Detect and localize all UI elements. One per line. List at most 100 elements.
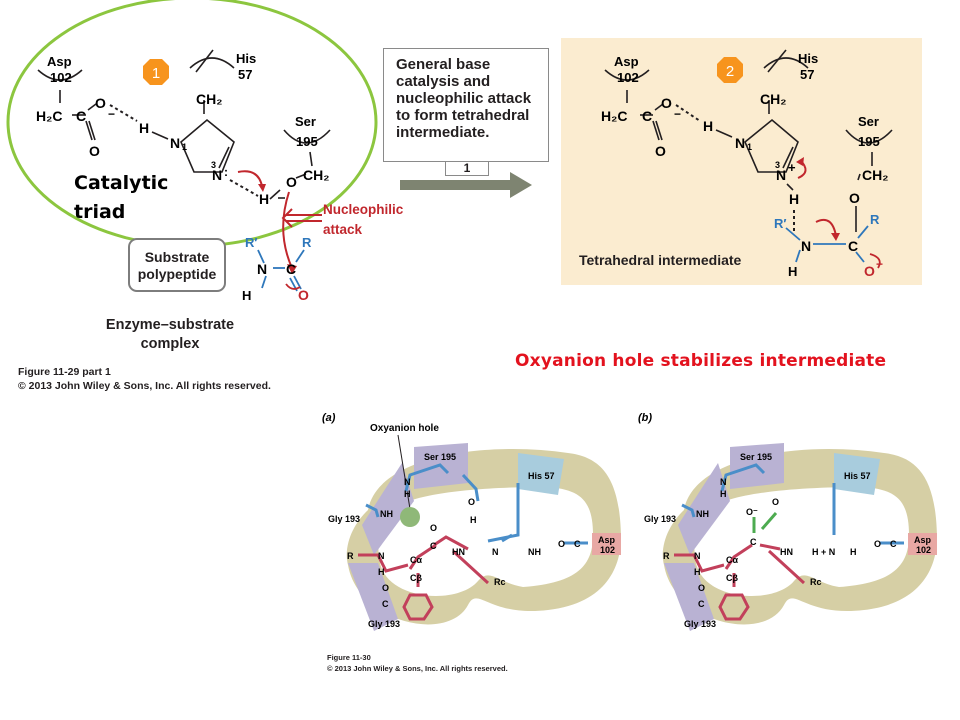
asp-num-left: 102 [50,70,72,85]
h2c-left: H₂C [36,108,62,124]
svg-text:H: H [242,288,251,303]
oxyanion-heading: Oxyanion hole stabilizes intermediate [515,351,887,371]
asp102-left [37,69,97,141]
svg-text:R: R [302,235,312,250]
svg-text::: : [224,165,228,179]
his57-right [744,49,809,191]
ser195-left [278,129,331,199]
svg-text:C: C [890,539,897,549]
svg-text:O: O [468,497,475,507]
asp102-right [604,69,664,141]
svg-text:1: 1 [152,65,160,82]
callout-text: General base catalysis and nucleophilic … [396,56,532,141]
svg-text:57: 57 [800,67,814,82]
gly193-a-bottom [348,563,398,631]
svg-text:C: C [698,599,705,609]
svg-text:H: H [139,120,149,136]
svg-text:C: C [574,539,581,549]
svg-text:Asp: Asp [598,535,616,545]
svg-text:Rc: Rc [810,577,822,587]
tetrahedral-intermediate-label: Tetrahedral intermediate [579,252,742,268]
substrate-polypeptide-box: Substrate polypeptide [128,238,226,292]
svg-text:O: O [661,95,672,111]
svg-text:O⁻: O⁻ [746,507,758,517]
svg-text:O: O [655,143,666,159]
svg-text:H₂C: H₂C [601,108,627,124]
svg-text:C: C [642,108,652,124]
svg-text:57: 57 [238,67,252,82]
svg-text:N: N [492,547,499,557]
oxyanion-hole-circle [400,507,420,527]
svg-text:Asp: Asp [614,54,639,69]
svg-text:H: H [404,489,411,499]
svg-text:Ser: Ser [858,114,879,129]
svg-text:Cβ: Cβ [726,573,738,583]
svg-text:Ser 195: Ser 195 [740,452,772,462]
callout-step-tab: 1 [445,162,489,176]
svg-text:102: 102 [916,545,931,555]
svg-text:O: O [298,287,309,303]
figure-caption-1: Figure 11-29 part 1 © 2013 John Wiley & … [18,366,271,392]
svg-text:CH₂: CH₂ [862,167,888,183]
svg-text:C: C [430,541,437,551]
svg-text:Rc: Rc [494,577,506,587]
svg-text:R′: R′ [245,235,258,250]
svg-text:H: H [720,489,727,499]
ser195-right [845,129,893,232]
asp102-a [592,533,621,555]
svg-text:C: C [750,537,757,547]
svg-text:N: N [170,135,180,151]
svg-text:O: O [772,497,779,507]
svg-text:His: His [798,51,818,66]
svg-text:Cα: Cα [726,555,738,565]
svg-text:Asp: Asp [914,535,932,545]
svg-text:R: R [347,551,354,561]
svg-text:HN: HN [452,547,465,557]
svg-text:H: H [788,264,797,279]
svg-text:3: 3 [211,160,216,170]
process-arrow [400,180,510,190]
his57-a [518,453,564,495]
svg-text:Gly 193: Gly 193 [328,514,360,524]
panel-b: (b) Ser 195 His 57 Asp 102 Gly 193 Gly 1… [638,412,937,631]
svg-text:His 57: His 57 [844,471,871,481]
asp-label-left: Asp [47,54,72,69]
svg-text:CH₂: CH₂ [303,167,329,183]
svg-text:O: O [558,539,565,549]
svg-text:Cα: Cα [410,555,422,565]
svg-text:N: N [694,551,701,561]
svg-text:C: C [382,599,389,609]
svg-text:His: His [236,51,256,66]
mechanism-diagram: Asp 102 H₂C C O − O H His 57 CH₂ N 1 3 N… [6,0,893,303]
svg-text:H: H [378,567,385,577]
callout-box [383,48,549,162]
svg-text:102: 102 [617,70,639,85]
svg-text:−: − [674,107,681,121]
gly193-a-top [362,463,414,555]
svg-text:NH: NH [528,547,541,557]
svg-text:O: O [95,95,106,111]
svg-text:(b): (b) [638,412,652,424]
panel-a: (a) Ser 195 His 57 Asp 102 Gly 193 Gly 1… [322,412,621,631]
svg-text:CH₂: CH₂ [196,91,222,107]
svg-text:(a): (a) [322,412,336,424]
svg-text:H: H [789,191,799,207]
svg-text:R′: R′ [774,216,787,231]
svg-text:N: N [776,167,786,183]
svg-text:102: 102 [600,545,615,555]
svg-text:1: 1 [182,142,187,152]
figure-caption-2: Figure 11-30 © 2013 John Wiley & Sons, I… [327,653,508,673]
svg-text:N: N [404,477,411,487]
svg-text:O: O [874,539,881,549]
svg-text:H: H [259,191,269,207]
svg-text:Cβ: Cβ [410,573,422,583]
svg-text:H: H [470,515,477,525]
svg-text:H: H [694,567,701,577]
svg-text:Gly 193: Gly 193 [644,514,676,524]
svg-text:Gly 193: Gly 193 [368,619,400,629]
svg-text:CH₂: CH₂ [760,91,786,107]
svg-text:C: C [286,261,296,277]
svg-text:O: O [430,523,437,533]
svg-text:195: 195 [858,134,880,149]
svg-text:2: 2 [726,63,734,80]
